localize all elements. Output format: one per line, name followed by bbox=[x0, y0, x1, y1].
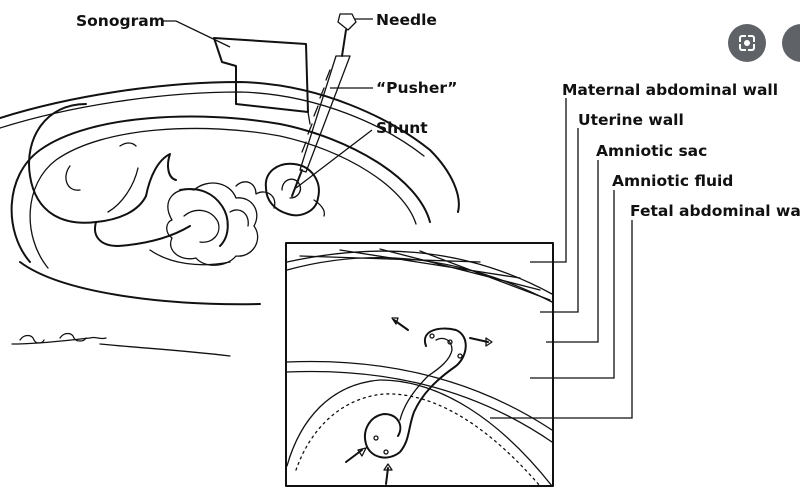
google-lens-button[interactable] bbox=[728, 24, 766, 62]
sonogram-transducer bbox=[214, 38, 310, 124]
maternal-abdomen bbox=[0, 82, 459, 212]
google-lens-icon bbox=[739, 35, 755, 51]
label-pusher: “Pusher” bbox=[376, 79, 457, 97]
label-sonogram: Sonogram bbox=[76, 12, 165, 30]
label-uterine-wall: Uterine wall bbox=[578, 111, 684, 129]
artist-signature bbox=[12, 334, 230, 357]
uterine-cavity bbox=[12, 117, 430, 305]
label-needle: Needle bbox=[376, 11, 437, 29]
label-fetal-abdominal-wall: Fetal abdominal wall bbox=[630, 202, 800, 220]
label-maternal-abdominal-wall: Maternal abdominal wall bbox=[562, 81, 778, 99]
fetal-bowel bbox=[167, 182, 275, 265]
label-amniotic-sac: Amniotic sac bbox=[596, 142, 707, 160]
inset-detail bbox=[286, 243, 553, 486]
left-leader-lines bbox=[163, 19, 373, 188]
label-amniotic-fluid: Amniotic fluid bbox=[612, 172, 733, 190]
label-shunt: Shunt bbox=[376, 119, 428, 137]
